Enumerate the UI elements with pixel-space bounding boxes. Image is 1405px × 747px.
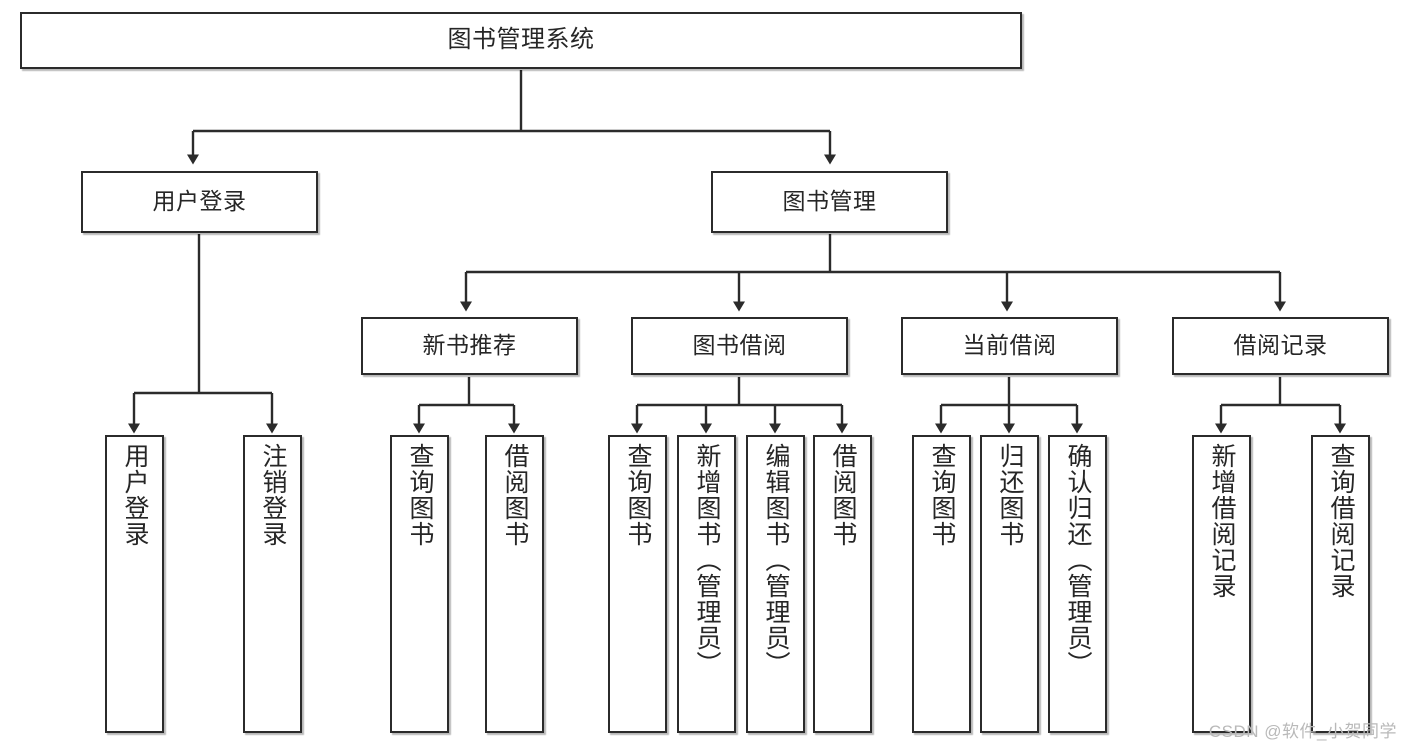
node-label: 用户登录 [152,188,247,215]
node-label: 确认归还（管理员） [1064,443,1092,677]
node-leaf-add-borrow-record[interactable]: 新增借阅记录 [1192,435,1251,733]
watermark: CSDN @软件_小贺同学 [1208,722,1397,741]
node-label: 新增借阅记录 [1208,443,1236,599]
node-label: 注销登录 [259,443,287,547]
node-label: 用户登录 [121,443,149,547]
node-user-login[interactable]: 用户登录 [81,171,318,233]
node-label: 查询图书 [928,443,956,547]
node-current-borrow[interactable]: 当前借阅 [901,317,1118,375]
node-leaf-add-book-admin[interactable]: 新增图书（管理员） [677,435,736,733]
node-root-book-management-system[interactable]: 图书管理系统 [20,12,1022,69]
node-label: 查询图书 [406,443,434,547]
node-label: 图书借阅 [692,332,787,359]
node-book-management[interactable]: 图书管理 [711,171,948,233]
node-label: 当前借阅 [962,332,1057,359]
node-leaf-query-book-current[interactable]: 查询图书 [912,435,971,733]
node-leaf-borrow-book-new[interactable]: 借阅图书 [485,435,544,733]
node-leaf-borrow-book[interactable]: 借阅图书 [813,435,872,733]
node-label: 新增图书（管理员） [693,443,721,677]
node-label: 查询借阅记录 [1327,443,1355,599]
node-leaf-confirm-return-admin[interactable]: 确认归还（管理员） [1048,435,1107,733]
node-label: 查询图书 [624,443,652,547]
node-book-borrow[interactable]: 图书借阅 [631,317,848,375]
node-leaf-logout[interactable]: 注销登录 [243,435,302,733]
node-leaf-query-book-borrow[interactable]: 查询图书 [608,435,667,733]
node-borrow-record[interactable]: 借阅记录 [1172,317,1389,375]
node-label: 借阅图书 [501,443,529,547]
node-label: 借阅记录 [1233,332,1328,359]
node-leaf-user-login[interactable]: 用户登录 [105,435,164,733]
node-leaf-query-borrow-record[interactable]: 查询借阅记录 [1311,435,1370,733]
node-label: 编辑图书（管理员） [762,443,790,677]
node-label: 借阅图书 [829,443,857,547]
node-leaf-query-book-new[interactable]: 查询图书 [390,435,449,733]
node-label: 新书推荐 [422,332,517,359]
node-new-book-recommend[interactable]: 新书推荐 [361,317,578,375]
node-label: 图书管理系统 [447,26,595,54]
node-leaf-return-book[interactable]: 归还图书 [980,435,1039,733]
node-label: 图书管理 [782,188,877,215]
node-label: 归还图书 [996,443,1024,547]
node-leaf-edit-book-admin[interactable]: 编辑图书（管理员） [746,435,805,733]
